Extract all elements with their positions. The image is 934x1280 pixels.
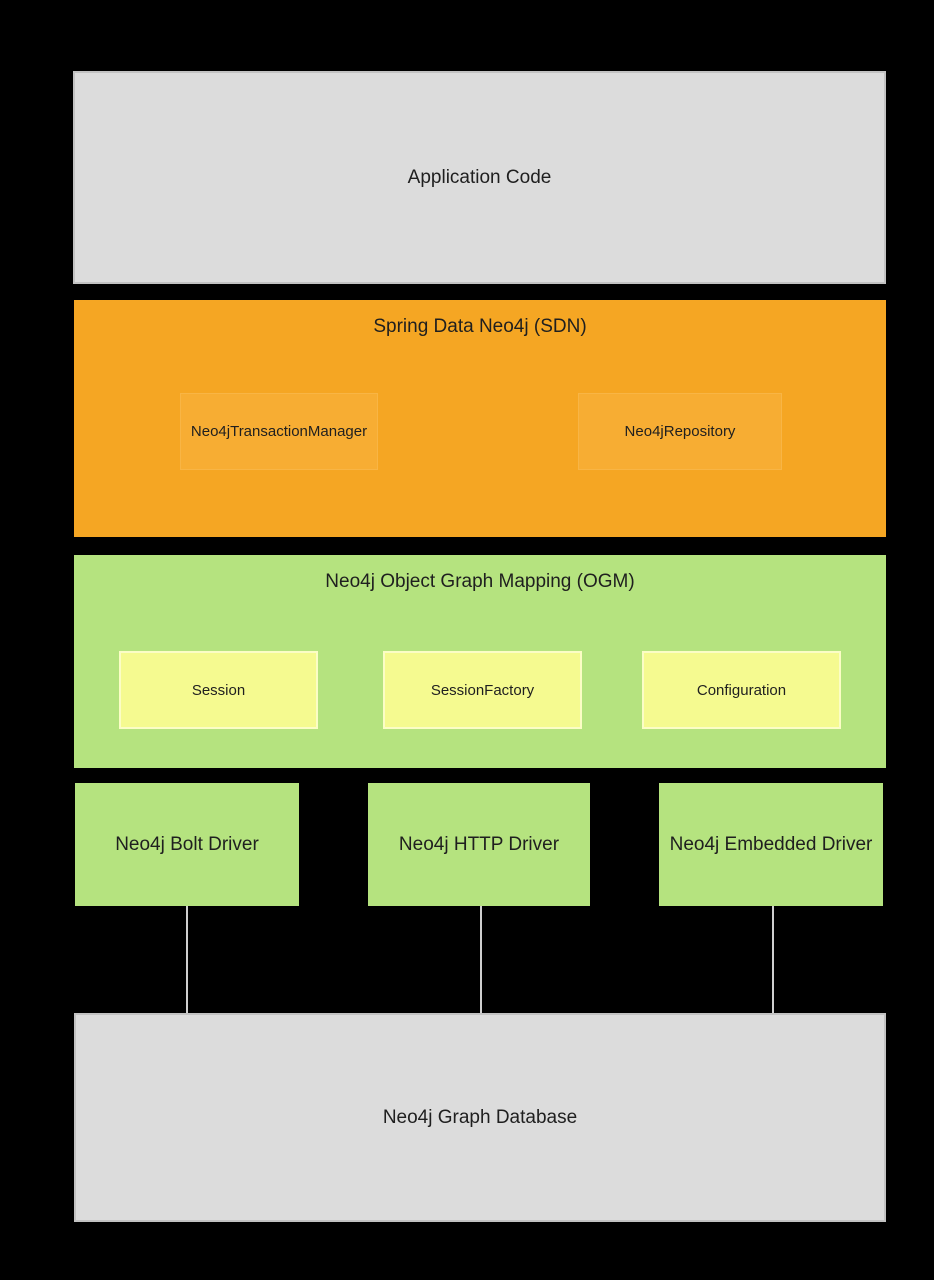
bolt-driver-box: Neo4j Bolt Driver [75,783,299,906]
sdn-layer-title: Spring Data Neo4j (SDN) [373,316,587,337]
application-code-box: Application Code [73,71,886,284]
embedded-driver-box: Neo4j Embedded Driver [659,783,883,906]
neo4j-transaction-manager-box: Neo4jTransactionManager [180,393,378,470]
http-driver-label: Neo4j HTTP Driver [398,833,560,855]
neo4j-repository-box: Neo4jRepository [578,393,782,470]
ogm-layer-box: Neo4j Object Graph Mapping (OGM) Session… [74,555,886,768]
session-factory-label: SessionFactory [430,681,535,699]
neo4j-repository-label: Neo4jRepository [624,423,736,440]
configuration-box: Configuration [642,651,841,729]
http-driver-box: Neo4j HTTP Driver [368,783,590,906]
application-code-label: Application Code [407,166,552,188]
http-driver-connector-line [480,906,482,1013]
ogm-layer-title: Neo4j Object Graph Mapping (OGM) [325,571,635,592]
embedded-driver-connector-line [772,906,774,1013]
sdn-layer-box: Spring Data Neo4j (SDN) Neo4jTransaction… [74,300,886,537]
bolt-driver-label: Neo4j Bolt Driver [115,833,259,855]
session-factory-box: SessionFactory [383,651,582,729]
configuration-label: Configuration [696,681,787,699]
graph-database-label: Neo4j Graph Database [382,1106,578,1128]
bolt-driver-connector-line [186,906,188,1013]
session-label: Session [191,681,246,699]
graph-database-box: Neo4j Graph Database [74,1013,886,1222]
session-box: Session [119,651,318,729]
neo4j-transaction-manager-label: Neo4jTransactionManager [190,423,368,440]
embedded-driver-label: Neo4j Embedded Driver [669,833,873,855]
